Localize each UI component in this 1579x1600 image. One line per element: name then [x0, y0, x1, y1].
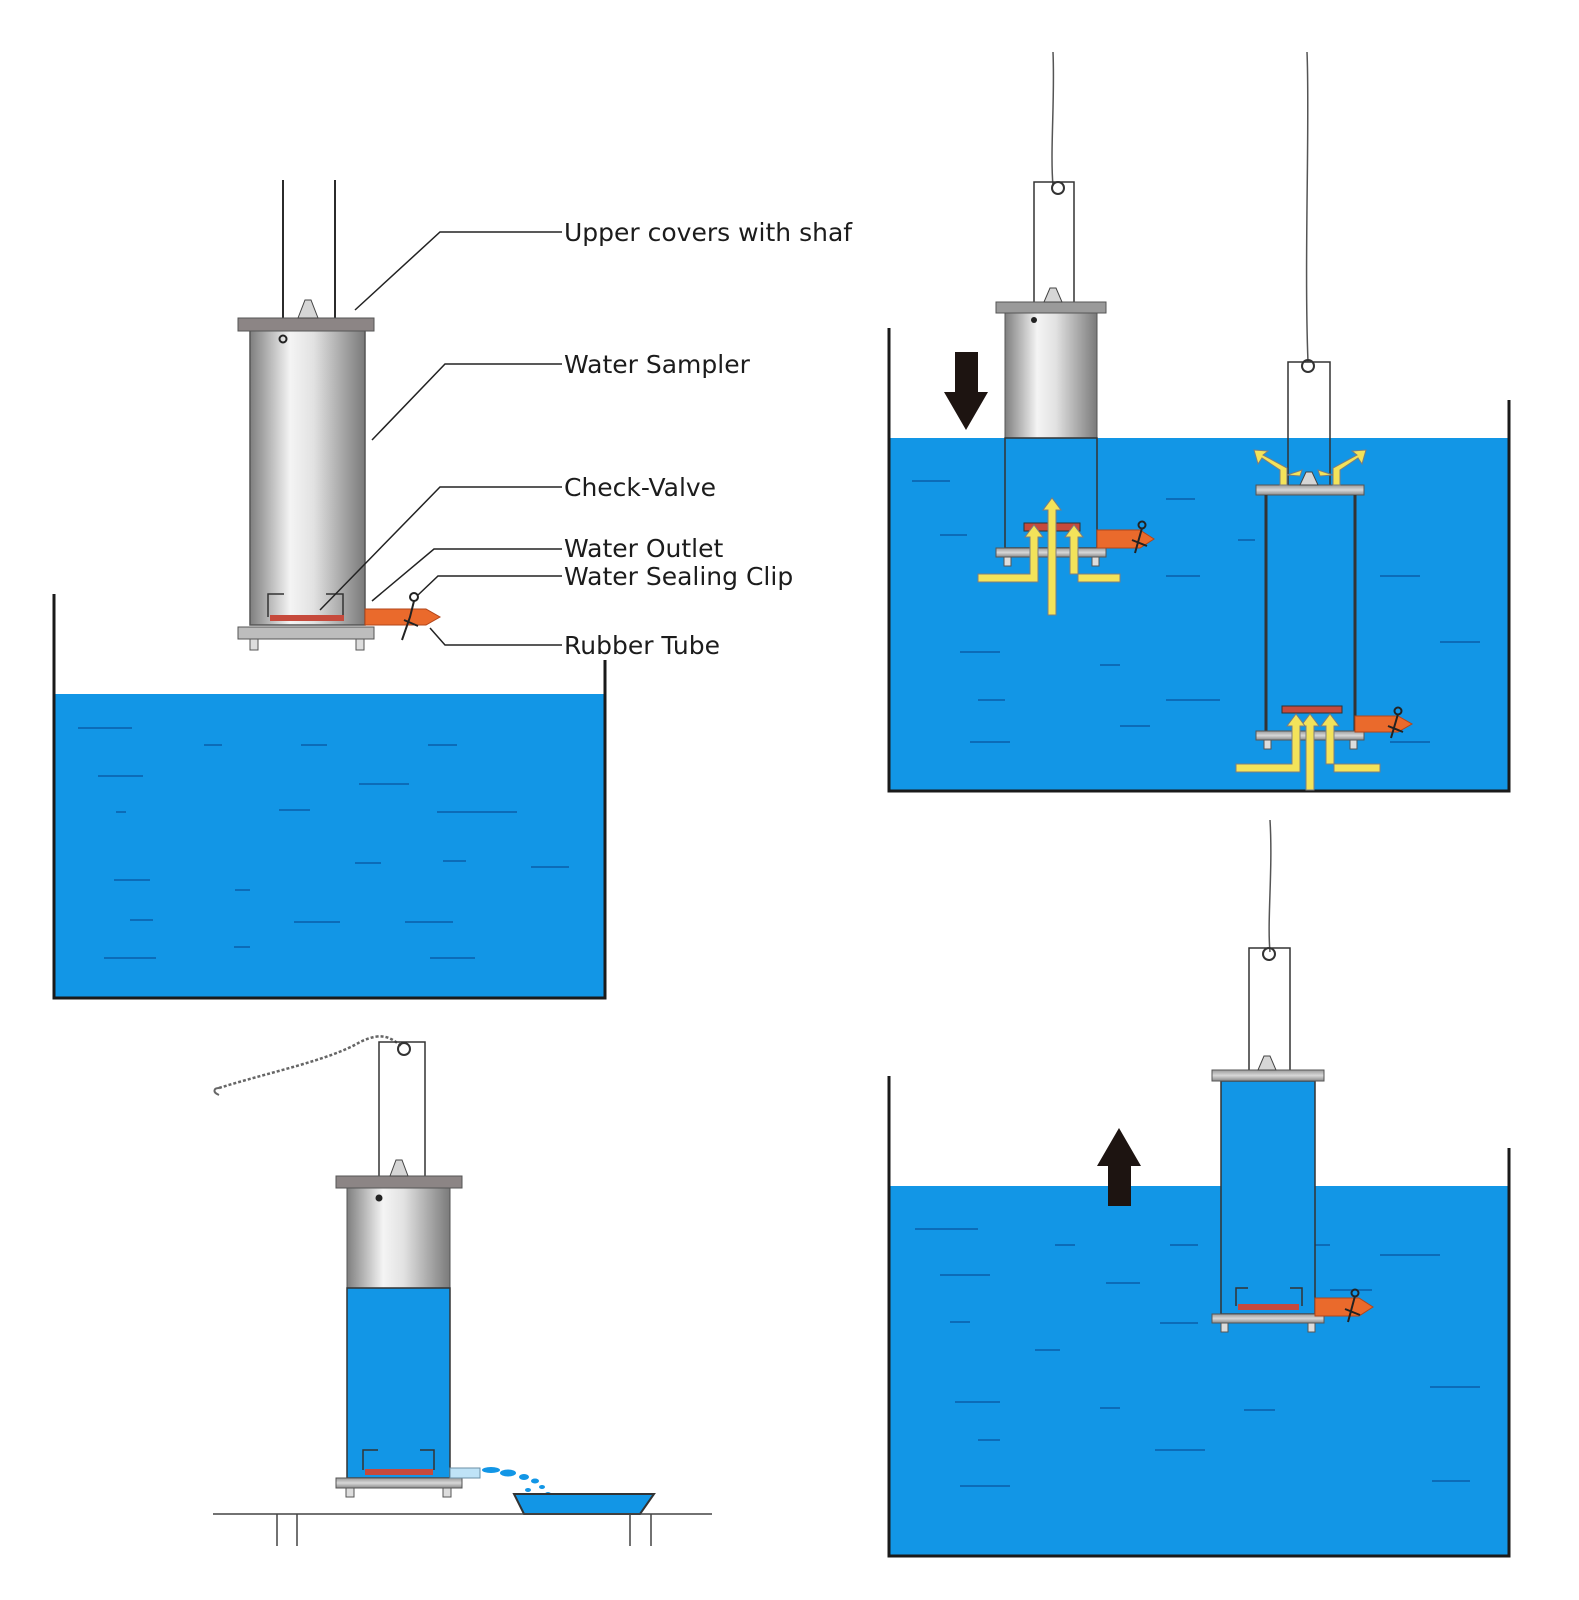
sealing-clip-icon — [1131, 520, 1148, 554]
sampler-2b-knob — [1299, 471, 1319, 486]
sampler-1-leg-right — [355, 638, 365, 651]
sampler-2a — [977, 51, 1155, 616]
sampler-3-leg-left — [345, 1487, 355, 1498]
sampler-3-leg-right — [442, 1487, 452, 1498]
sampler-2a-knob — [1043, 287, 1063, 303]
sampler-4-knob — [1257, 1055, 1277, 1071]
label-check-valve: Check-Valve — [564, 473, 716, 502]
sampler-3-knob — [389, 1159, 409, 1177]
tank-2-wall — [887, 328, 1511, 793]
sampler-1-upper-cover — [237, 317, 375, 332]
sampler-2b-wire — [1305, 51, 1309, 363]
sampler-2a-bail — [1033, 181, 1075, 316]
tank-4-water-lines — [915, 1228, 1480, 1487]
sampler-4-leg-right — [1307, 1322, 1316, 1333]
sampler-4-body-water — [1220, 1080, 1316, 1315]
sampler-2b-bail — [1287, 361, 1331, 486]
sampler-4-wire — [1268, 819, 1272, 953]
sampler-2a-leg-right — [1091, 556, 1100, 567]
panel-3-rope — [218, 1035, 403, 1090]
sampler-2a-wire — [1051, 51, 1055, 187]
sampler-4-cover — [1211, 1069, 1325, 1082]
label-upper-covers: Upper covers with shaf — [564, 218, 853, 247]
sampler-1-check-valve — [270, 615, 344, 621]
sampler-1-leg-left — [249, 638, 259, 651]
sampler-2b-leg-right — [1349, 739, 1358, 750]
sampler-2a-cover-hole — [1031, 317, 1037, 323]
sampler-1-body — [249, 329, 366, 626]
sampler-2a-cover — [995, 301, 1107, 314]
sampler-2b-check-valve — [1281, 705, 1343, 714]
tank-1 — [52, 594, 607, 1000]
sampler-2a-leg-left — [1003, 556, 1012, 567]
sealing-clip-icon — [401, 592, 419, 641]
bench-leg-right — [629, 1514, 652, 1546]
sealing-clip-icon — [1387, 706, 1404, 739]
sampler-1-valve-cage — [267, 593, 344, 617]
sampler-4-rubber-tube — [1314, 1297, 1374, 1317]
sampler-4-valve-cage — [1235, 1287, 1303, 1306]
panel-draining-sample — [213, 1035, 712, 1546]
sampler-3-body-water — [346, 1287, 451, 1479]
arrow-down-icon — [944, 352, 988, 430]
sampler-2b-cover — [1255, 484, 1365, 496]
label-water-outlet: Water Outlet — [564, 534, 723, 563]
tank-2-water — [889, 438, 1509, 791]
label-water-sampler: Water Sampler — [564, 350, 751, 379]
bench-leg-left — [276, 1514, 298, 1546]
sampler-1-cover-knob — [297, 299, 319, 319]
sampler-2b — [1235, 51, 1414, 791]
panel-labeled-sampler: Upper covers with shaf Water Sampler Che… — [52, 180, 853, 1000]
sampler-2a-body-dry — [1004, 311, 1098, 439]
tank-1-wall — [52, 594, 607, 1000]
tank-2-water-lines — [912, 480, 1480, 743]
sampler-3-check-valve — [365, 1469, 433, 1475]
label-leaders — [319, 231, 562, 646]
sampler-2b-wire-loop — [1301, 359, 1315, 373]
panel-3-bail — [378, 1041, 426, 1185]
sampler-3-base — [335, 1477, 463, 1489]
sampler-3-cover-hole — [375, 1194, 383, 1202]
sampler-1 — [237, 299, 442, 651]
label-water-sealing-clip: Water Sealing Clip — [564, 562, 793, 591]
flow-arrow-icon — [1235, 449, 1381, 791]
sampler-3-body-empty — [346, 1187, 451, 1289]
tank-1-water — [54, 694, 605, 998]
tank-1-water-lines — [78, 727, 569, 959]
water-stream — [482, 1467, 551, 1496]
panel-lifting-out — [887, 819, 1511, 1558]
sampler-2b-body — [1264, 495, 1357, 731]
label-rubber-tube: Rubber Tube — [564, 631, 720, 660]
sampler-4-check-valve — [1238, 1304, 1299, 1310]
sampler-2b-rubber-tube — [1354, 715, 1414, 733]
tank-4-wall — [887, 1076, 1511, 1558]
sampler-4-bail — [1248, 947, 1291, 1074]
sampler-3-valve-cage — [362, 1449, 435, 1470]
sampler-4-wire-loop — [1262, 947, 1276, 961]
flow-arrow-icon — [977, 497, 1121, 616]
sampler-1-cover-hole — [278, 334, 288, 344]
tank-4-water — [889, 1186, 1509, 1556]
sampler-3-outlet-tube — [449, 1467, 481, 1479]
sampler-4-base — [1211, 1313, 1325, 1324]
sampler-2a-wire-loop — [1051, 181, 1065, 195]
sampler-1-base — [237, 626, 375, 640]
collection-tray — [512, 1493, 656, 1515]
arrow-up-icon — [1097, 1128, 1141, 1206]
panel-lowering-into-water — [887, 51, 1511, 793]
panel-3-rope-loop — [397, 1042, 411, 1056]
panel-3-rope-end — [213, 1087, 220, 1096]
sampler-4-leg-left — [1220, 1322, 1229, 1333]
sampler-2b-leg-left — [1263, 739, 1272, 750]
sampler-1-rubber-tube — [364, 608, 442, 626]
sampler-3-cover — [335, 1175, 463, 1189]
sealing-clip-icon — [1344, 1288, 1361, 1323]
